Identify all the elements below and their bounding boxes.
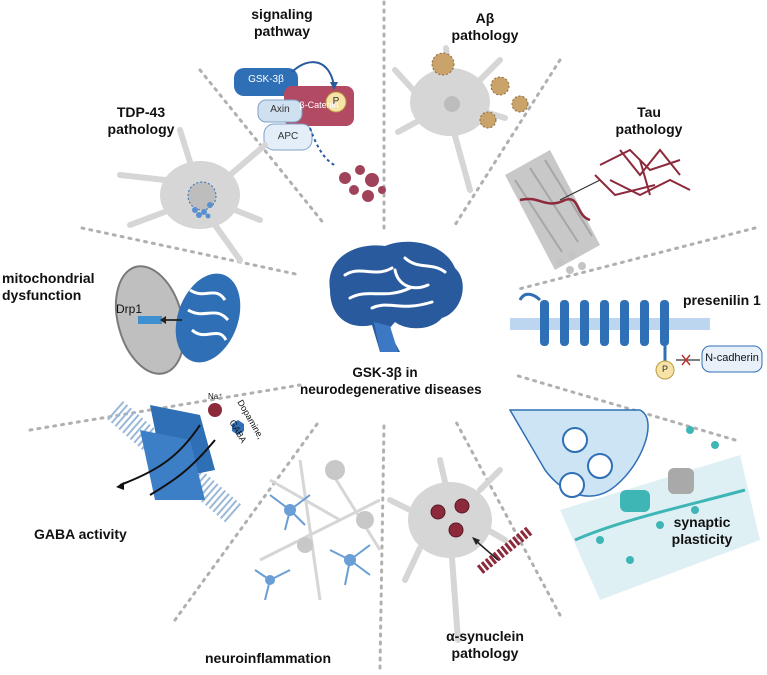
mito-label-line1: mitochondrial: [2, 270, 95, 286]
tau-illustration: [505, 148, 691, 274]
gsk3b-text: GSK-3β: [248, 74, 284, 85]
tdp43-neuron-illustration: [117, 127, 268, 263]
neuroinflammation-label: neuroinflammation: [204, 650, 331, 666]
divider-top-right: [453, 58, 562, 227]
tau-label-line2: pathology: [615, 121, 683, 137]
gaba-label: GABA activity: [34, 526, 127, 542]
beta-catenin-text: β-Catenin: [299, 100, 339, 110]
phosphorylation-arrow: [291, 61, 335, 87]
mito-label-line2: dysfunction: [2, 287, 82, 303]
ncadherin-text: N-cadherin: [705, 352, 759, 364]
synuclein-neuron-illustration: [387, 457, 534, 643]
amyloid-plaque: [490, 76, 510, 96]
gaba-channel-illustration: [107, 400, 244, 525]
amyloid-plaque: [479, 111, 497, 129]
tau-label: Tau pathology: [604, 104, 694, 138]
synuclein-label-line1: α-synuclein: [446, 628, 524, 644]
divider-top-left: [198, 68, 327, 227]
synuclein-label-line2: pathology: [451, 645, 519, 661]
brain-icon: [329, 241, 463, 352]
presenilin-label: presenilin 1: [683, 292, 761, 308]
tau-tangle: [594, 148, 691, 197]
mitochondria-illustration: [114, 265, 241, 375]
divider-right-lower: [513, 373, 737, 442]
lewy-body: [430, 504, 446, 520]
sodium-text: Na⁺: [208, 392, 223, 401]
mito-label: mitochondrial dysfunction: [2, 270, 112, 304]
ncadherin-box: [701, 345, 763, 373]
synuclein-fibril: [476, 526, 534, 574]
neuroinflammation-illustration: [254, 459, 382, 601]
lewy-body: [454, 498, 470, 514]
divider-bottom-left: [173, 418, 322, 622]
synaptic-label-line1: synaptic: [673, 514, 731, 530]
amyloid-plaque: [511, 95, 529, 113]
drp1-text: Drp1: [116, 302, 143, 316]
lewy-body: [448, 522, 464, 538]
phospho-text: P: [332, 96, 340, 107]
apc-box: [263, 123, 313, 151]
axin-text: Axin: [270, 104, 290, 115]
ligand-hexagon: [232, 420, 244, 435]
abeta-label: Aβ pathology: [420, 10, 550, 44]
gsk3b-box: [234, 68, 298, 96]
signaling-pathway-illustration: [234, 61, 386, 202]
center-title: GSK-3β in neurodegenerative diseases: [300, 364, 482, 398]
microtubule: [505, 150, 600, 270]
center-title-line2: neurodegenerative diseases: [300, 382, 482, 397]
apc-text: APC: [277, 131, 299, 142]
tdp43-label: TDP-43 pathology: [98, 104, 184, 138]
abeta-label-line2: pathology: [451, 27, 519, 43]
phospho-circle: [325, 91, 347, 113]
tau-label-line1: Tau: [637, 104, 661, 120]
synuclein-label: α-synuclein pathology: [430, 628, 540, 662]
drp1-ring: [138, 316, 162, 324]
abeta-label-line1: Aβ: [475, 10, 495, 26]
tdp43-label-line2: pathology: [107, 121, 175, 137]
tdp43-label-line1: TDP-43: [116, 104, 166, 120]
signaling-label-line2: pathway: [253, 23, 310, 39]
divider-bottom: [378, 423, 386, 670]
synapse-illustration: [508, 409, 760, 600]
divider-bottom-right: [453, 418, 562, 617]
synaptic-label-line2: plasticity: [671, 531, 733, 547]
divider-left-lower: [28, 383, 302, 432]
synaptic-label: synaptic plasticity: [662, 514, 742, 548]
presenilin-illustration: [510, 292, 763, 380]
divider-right-upper: [513, 226, 757, 292]
signaling-label-line1: signaling: [251, 6, 313, 22]
divider-left-upper: [80, 226, 302, 277]
axin-box: [257, 99, 303, 123]
presenilin-phospho-text: P: [661, 364, 668, 374]
sodium-ion: [208, 403, 222, 417]
dotted-dividers: [28, 0, 757, 670]
center-title-line1: GSK-3β in: [352, 365, 418, 380]
amyloid-plaque: [431, 52, 455, 76]
abeta-neuron-illustration: [392, 45, 529, 193]
signaling-pathway-label: signaling pathway: [234, 6, 330, 40]
degraded-fragments: [339, 165, 386, 202]
